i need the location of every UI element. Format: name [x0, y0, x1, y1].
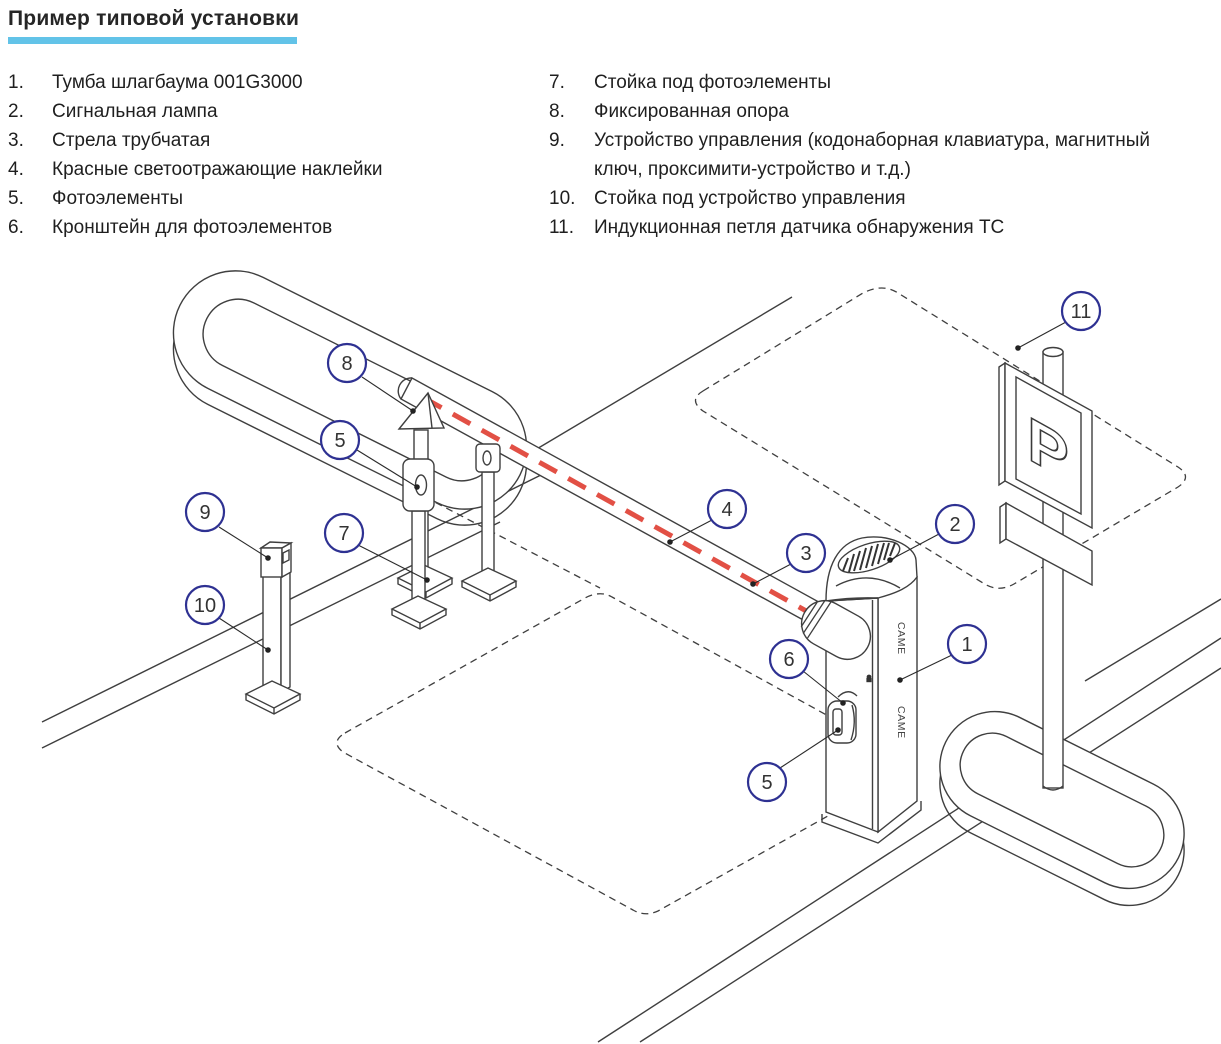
right-island-curb — [939, 710, 1185, 907]
callout-1: 1 — [946, 623, 988, 665]
svg-text:6: 6 — [783, 649, 794, 671]
svg-text:9: 9 — [199, 502, 210, 524]
legend-item-4: 4.Красные светоотражающие наклейки — [8, 159, 383, 180]
legend-item-1: 1.Тумба шлагбаума 001G3000 — [8, 72, 303, 93]
callout-10: 10 — [184, 584, 226, 626]
legend-item-2: 2.Сигнальная лампа — [8, 101, 218, 122]
legend-item-8: 8.Фиксированная опора — [549, 101, 789, 122]
svg-text:7: 7 — [338, 523, 349, 545]
svg-text:4: 4 — [721, 499, 732, 521]
callout-3: 3 — [785, 532, 827, 574]
svg-text:3: 3 — [800, 543, 811, 565]
boom-hub — [800, 599, 872, 661]
brand-label-upper: CAME — [895, 622, 907, 655]
svg-text:2: 2 — [949, 514, 960, 536]
callout-leaders — [218, 321, 1067, 769]
svg-text:10: 10 — [194, 595, 216, 617]
control-device-stand — [244, 541, 302, 715]
legend-item-6: 6.Кронштейн для фотоэлементов — [8, 217, 333, 238]
photocell-stand-right — [460, 443, 518, 602]
photocell-bracket — [837, 691, 858, 698]
barrier-cabinet: CAME CAME — [800, 536, 922, 844]
svg-text:5: 5 — [334, 430, 345, 452]
legend-left-column: 1.Тумба шлагбаума 001G3000 2.Сигнальная … — [8, 68, 508, 242]
callout-5-right: 5 — [746, 761, 788, 803]
svg-text:11: 11 — [1071, 301, 1092, 323]
callout-11: 11 — [1060, 290, 1102, 332]
callout-7: 7 — [323, 512, 365, 554]
callout-6: 6 — [768, 638, 810, 680]
callout-8: 8 — [326, 342, 368, 384]
callout-5-left: 5 — [319, 419, 361, 461]
reflective-stickers — [422, 395, 828, 625]
legend-item-11: 11.Индукционная петля датчика обнаружени… — [549, 217, 1005, 238]
callout-9: 9 — [184, 491, 226, 533]
legend-item-7: 7.Стойка под фотоэлементы — [549, 72, 832, 93]
legend-item-3: 3.Стрела трубчатая — [8, 130, 211, 151]
title-underline — [8, 37, 297, 44]
signal-lamp — [835, 540, 901, 589]
svg-text:5: 5 — [761, 772, 772, 794]
dashed-area-marking — [336, 496, 910, 915]
page-title: Пример типовой установки — [8, 7, 300, 30]
legend-item-9: 9.Устройство управления (кодонаборная кл… — [549, 130, 1151, 180]
legend-item-10: 10.Стойка под устройство управления — [549, 188, 906, 209]
legend-item-5: 5.Фотоэлементы — [8, 188, 184, 209]
parking-sign: P — [998, 346, 1093, 791]
callout-4: 4 — [706, 488, 748, 530]
brand-label-lower: CAME — [895, 706, 907, 739]
callout-2: 2 — [934, 503, 976, 545]
svg-text:1: 1 — [961, 634, 972, 656]
lock-icon — [866, 674, 872, 683]
callouts: 1 2 3 4 5 5 6 7 8 9 — [184, 290, 1102, 803]
legend-right-column: 7.Стойка под фотоэлементы 8.Фиксированна… — [549, 68, 1197, 242]
svg-text:8: 8 — [341, 353, 352, 375]
induction-loop-vehicle-detector — [694, 287, 1187, 589]
